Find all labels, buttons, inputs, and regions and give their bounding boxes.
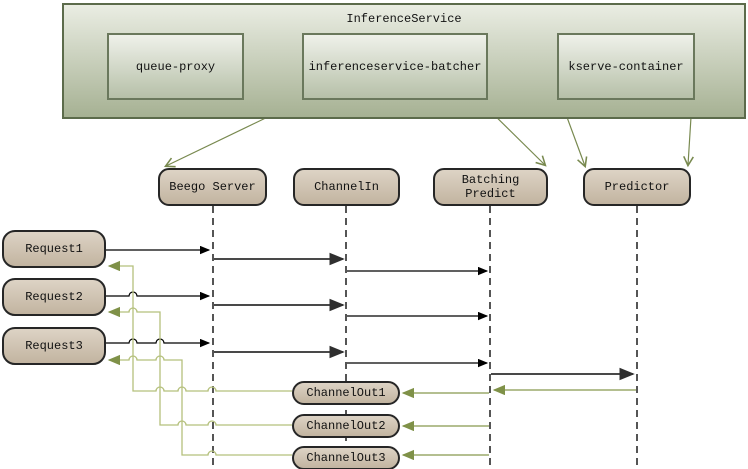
channelout1-label: ChannelOut1 [306,386,386,400]
queue-proxy-node: queue-proxy [107,33,244,100]
queue-proxy-label: queue-proxy [135,59,216,74]
channelin-label: ChannelIn [314,180,379,194]
channelout3-to-request3 [107,354,292,456]
predictor-label: Predictor [604,180,670,194]
channelout2-node: ChannelOut2 [292,414,400,438]
lifeline-head-beego-server: Beego Server [158,168,267,206]
request1-label: Request1 [25,242,83,256]
channelout1-node: ChannelOut1 [292,381,400,405]
inference-service-title: InferenceService [346,12,462,26]
lifeline-head-batching-predict: Batching Predict [433,168,548,206]
channelout3-label: ChannelOut3 [306,451,386,465]
channelout2-label: ChannelOut2 [306,419,386,433]
lifeline-head-channelin: ChannelIn [293,168,400,206]
request3-to-beego [106,338,211,348]
request3-label: Request3 [25,339,83,353]
request2-label: Request2 [25,290,83,304]
lifeline-head-predictor: Predictor [583,168,691,206]
inferenceservice-batcher-label: inferenceservice-batcher [308,59,482,74]
request2-node: Request2 [2,278,106,316]
request1-node: Request1 [2,230,106,268]
channelout3-node: ChannelOut3 [292,446,400,469]
kserve-container-node: kserve-container [557,33,695,100]
request3-node: Request3 [2,327,106,365]
beego-server-label: Beego Server [169,180,256,194]
batching-predict-label: Batching Predict [461,173,520,201]
channelout2-to-request2 [107,306,292,426]
inferenceservice-batcher-node: inferenceservice-batcher [302,33,488,100]
channelout1-to-request1 [107,260,292,392]
request2-to-beego [106,291,211,301]
kserve-container-label: kserve-container [568,59,684,74]
